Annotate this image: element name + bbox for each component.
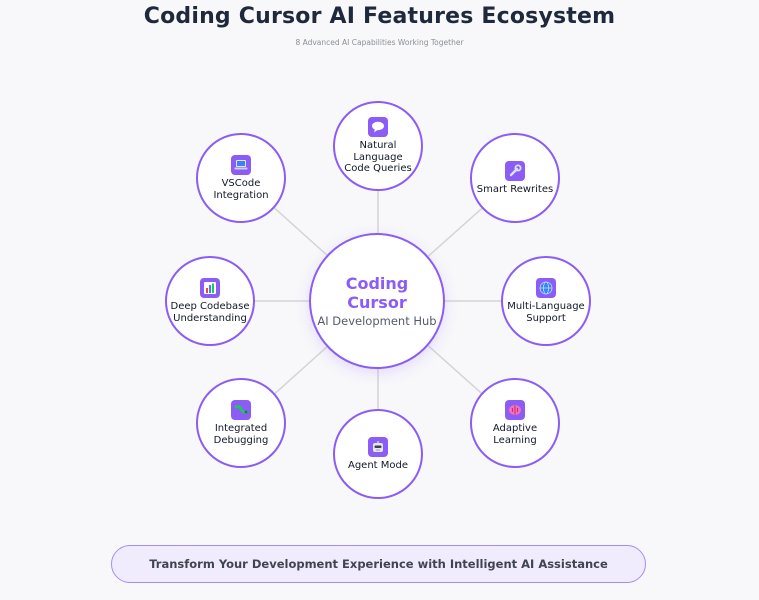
hub-title: Coding Cursor xyxy=(345,274,409,312)
robot-icon xyxy=(368,436,388,457)
feature-node-multi-language[interactable]: Multi-Language Support xyxy=(501,256,591,346)
page-subtitle: 8 Advanced AI Capabilities Working Toget… xyxy=(295,38,464,47)
feature-label: Deep Codebase Understanding xyxy=(170,301,250,324)
feature-label: Agent Mode xyxy=(347,459,409,471)
wrench-icon xyxy=(505,160,525,181)
feature-node-agent-mode[interactable]: Agent Mode xyxy=(333,409,423,499)
feature-node-adaptive-learning[interactable]: Adaptive Learning xyxy=(470,378,560,468)
central-hub: Coding Cursor AI Development Hub xyxy=(309,233,445,369)
feature-label: Smart Rewrites xyxy=(476,183,554,195)
feature-label: VSCode Integration xyxy=(213,178,269,201)
laptop-icon xyxy=(231,155,251,175)
feature-node-natural-language[interactable]: Natural Language Code Queries xyxy=(333,101,423,191)
page-title: Coding Cursor AI Features Ecosystem xyxy=(143,4,616,29)
brain-icon xyxy=(505,400,525,420)
bar-chart-icon xyxy=(200,278,220,298)
feature-label: Multi-Language Support xyxy=(507,301,585,324)
feature-label: Natural Language Code Queries xyxy=(344,140,412,175)
feature-label: Adaptive Learning xyxy=(492,423,538,446)
feature-node-vscode[interactable]: VSCode Integration xyxy=(196,133,286,223)
feature-node-smart-rewrites[interactable]: Smart Rewrites xyxy=(470,133,560,223)
hub-subtitle: AI Development Hub xyxy=(317,314,437,328)
feature-label: Integrated Debugging xyxy=(213,423,269,446)
feature-node-deep-codebase[interactable]: Deep Codebase Understanding xyxy=(165,256,255,346)
feature-node-integrated-debugging[interactable]: Integrated Debugging xyxy=(196,378,286,468)
globe-icon xyxy=(536,278,556,298)
speech-bubble-icon xyxy=(368,117,388,138)
footer-banner: Transform Your Development Experience wi… xyxy=(111,545,646,583)
bug-icon xyxy=(231,400,251,420)
